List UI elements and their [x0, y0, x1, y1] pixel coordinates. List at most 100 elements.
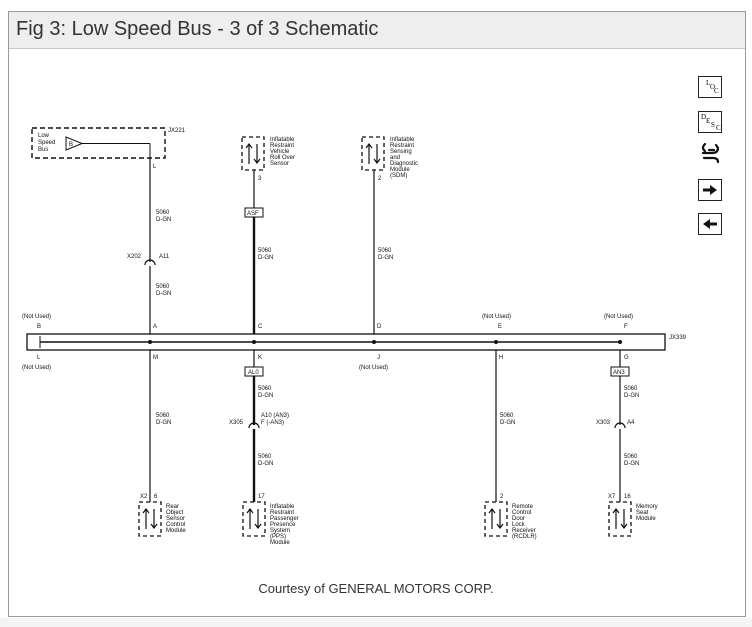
jx221-label-3: Bus: [38, 147, 48, 153]
pps-label-3: Passenger: [270, 516, 299, 522]
rosm-label-2: Object: [166, 510, 184, 516]
wire-d: 5060 D-GN: [373, 170, 393, 334]
rcdlr-pin: 2: [500, 494, 504, 500]
splice-x303-pin: A4: [627, 420, 635, 426]
rcdlr-module: 2 Remote Control Door Lock Receiver (RCD…: [484, 494, 537, 540]
wire-g-color-2: D-GN: [624, 461, 639, 467]
bus-pin-c: C: [258, 324, 263, 330]
jx221-label-2: Speed: [38, 140, 55, 146]
msm-label-2: Seat: [636, 510, 649, 516]
prev-arrow-icon[interactable]: [698, 213, 722, 235]
splice-x305-name: X305: [229, 420, 244, 426]
wire-a-code-2: 5060: [156, 284, 170, 290]
desc-letter-s: S: [711, 121, 715, 129]
loc-letter-o: O: [710, 83, 716, 91]
rosm-label-3: Sensor: [166, 516, 185, 522]
jx221-name: JX221: [168, 128, 186, 134]
wire-m-code: 5060: [156, 413, 170, 419]
pps-module: 17 Inflatable Restraint Passenger Presen…: [242, 494, 299, 546]
wire-c-code: 5060: [258, 248, 272, 254]
wire-a-color-2: D-GN: [156, 291, 171, 297]
loc-letter-l: L: [706, 79, 711, 87]
rear-object-sensor-module: X2 6 Rear Object Sensor Control Module: [138, 494, 186, 537]
bus-pin-l: L: [37, 355, 41, 361]
rcdlr-label-6: (RCDLR): [512, 534, 537, 540]
option-an3: AN3: [613, 370, 625, 376]
sdm-label-4: and: [390, 155, 400, 161]
rcdlr-label-1: Remote: [512, 504, 534, 510]
wire-a: 5060 D-GN X202 A11 5060 D-GN: [127, 158, 171, 334]
pps-label-2: Restraint: [270, 510, 294, 516]
wire-k-code-1: 5060: [258, 386, 272, 392]
bus-pin-k: K: [258, 355, 262, 361]
rosm-label-4: Control: [166, 522, 185, 528]
wire-d-code: 5060: [378, 248, 392, 254]
description-icon[interactable]: D E S C: [698, 111, 722, 133]
sdm-label-6: Module: [390, 167, 410, 173]
rollover-label-5: Sensor: [270, 161, 289, 167]
title-bar: Fig 3: Low Speed Bus - 3 of 3 Schematic: [9, 12, 745, 49]
pps-label-5: System: [270, 528, 290, 534]
wire-k: AL0 5060 D-GN X305 A10 (AN3) F (-AN3) 50…: [229, 350, 289, 502]
wire-h: 5060 D-GN: [495, 350, 515, 502]
sdm-label-1: Inflatable: [390, 137, 415, 143]
splice-x303-name: X303: [596, 420, 611, 426]
bus-pin-b: B: [37, 324, 41, 330]
rollover-label-2: Restraint: [270, 143, 294, 149]
loc-letter-c: C: [714, 87, 719, 95]
wire-m-color: D-GN: [156, 420, 171, 426]
connector-icon[interactable]: [698, 141, 722, 165]
sdm-module: Inflatable Restraint Sensing and Diagnos…: [361, 136, 418, 182]
location-icon[interactable]: L O C: [698, 76, 722, 98]
desc-letter-e: E: [706, 117, 711, 125]
figure-frame: Fig 3: Low Speed Bus - 3 of 3 Schematic: [8, 11, 746, 617]
sdm-label-2: Restraint: [390, 143, 414, 149]
rosm-conn: X2: [140, 494, 148, 500]
rcdlr-label-3: Door: [512, 516, 525, 522]
sdm-label-3: Sensing: [390, 149, 412, 155]
rcdlr-label-2: Control: [512, 510, 531, 516]
wire-k-color-2: D-GN: [258, 461, 273, 467]
msm-label-3: Module: [636, 516, 656, 522]
option-asf: ASF: [247, 211, 259, 217]
sdm-pin: 2: [378, 176, 382, 182]
not-used-f: (Not Used): [604, 314, 633, 320]
desc-letter-d: D: [701, 113, 707, 121]
figure-title: Fig 3: Low Speed Bus - 3 of 3 Schematic: [16, 18, 379, 40]
msm-label-1: Memory: [636, 504, 658, 510]
next-arrow-icon[interactable]: [698, 179, 722, 201]
pps-label-4: Presence: [270, 522, 296, 528]
wire-h-color: D-GN: [500, 420, 515, 426]
bus-pin-a: A: [153, 324, 157, 330]
wire-c-color: D-GN: [258, 255, 273, 261]
msm-conn: X7: [608, 494, 616, 500]
rollover-label-4: Roll Over: [270, 155, 295, 161]
rollover-pin: 3: [258, 176, 262, 182]
jx221-pin-out: L: [153, 164, 157, 170]
pps-label-1: Inflatable: [270, 504, 295, 510]
bus-jx339: (Not Used) (Not Used) (Not Used) B A C D…: [22, 314, 687, 371]
bus-pin-f: F: [624, 324, 628, 330]
wire-g: AN3 5060 D-GN X303 A4 5060 D-GN: [596, 350, 639, 502]
pps-pin: 17: [258, 494, 265, 500]
wire-g-code-1: 5060: [624, 386, 638, 392]
rosm-pin: 6: [154, 494, 158, 500]
memory-seat-module: X7 16 Memory Seat Module: [608, 494, 658, 537]
bus-pin-d: D: [377, 324, 382, 330]
bus-pin-e: E: [498, 324, 502, 330]
rosm-label-5: Module: [166, 528, 186, 534]
desc-letter-c: C: [716, 124, 721, 132]
figure-credit: Courtesy of GENERAL MOTORS CORP.: [258, 581, 494, 596]
not-used-b: (Not Used): [22, 314, 51, 320]
rollover-sensor-module: Inflatable Restraint Vehicle Roll Over S…: [241, 136, 295, 182]
splice-x305-symbol: [248, 422, 260, 429]
splice-x305-pin-f: F (-AN3): [261, 420, 284, 426]
pps-label-7: Module: [270, 540, 290, 546]
bus-driver-symbol: [65, 136, 84, 151]
rollover-label-1: Inflatable: [270, 137, 295, 143]
wire-a-code-1: 5060: [156, 210, 170, 216]
sdm-label-5: Diagnostic: [390, 161, 418, 167]
jx221-connector: Low Speed Bus B JX221 L: [31, 127, 186, 170]
pps-label-6: (PPS): [270, 534, 286, 540]
